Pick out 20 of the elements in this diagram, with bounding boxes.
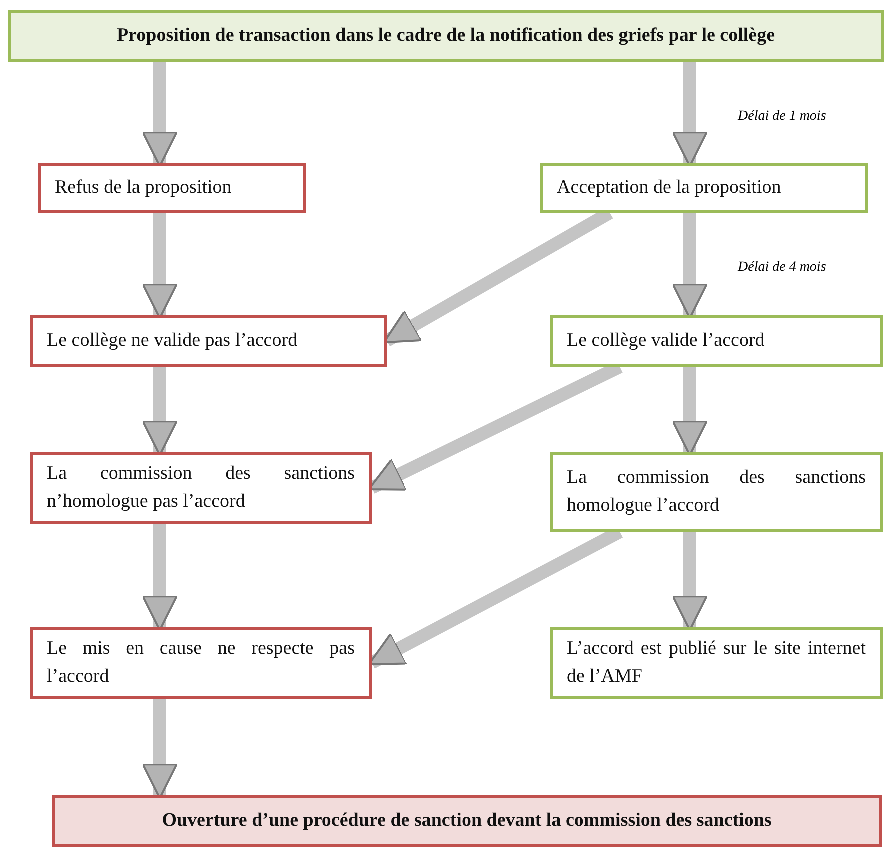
process-box (550, 315, 883, 367)
box-text: Proposition de transaction dans le cadre de la notification des griefs par le collège (116, 24, 776, 48)
box-text: Le mis en cause ne respecte pas l’accord (47, 637, 355, 689)
box-text: Le collège valide l’accord (567, 329, 766, 354)
heading-box (8, 10, 884, 62)
process-box (550, 627, 883, 699)
process-box (30, 315, 387, 367)
box-text: L’accord est publié sur le site internet de l’AMF (567, 637, 866, 689)
box-text: La commission des sanctions homologue l’accord (567, 466, 866, 518)
process-box (30, 627, 372, 699)
box-text: La commission des sanctions n’homologue pas l’accord (47, 462, 355, 514)
process-box (38, 163, 306, 213)
process-box (30, 452, 372, 524)
process-box (550, 452, 883, 532)
process-box (540, 163, 868, 213)
box-text: Ouverture d’une procédure de sanction devant la commission des sanctions (161, 809, 773, 834)
box-text: Refus de la proposition (55, 176, 233, 200)
box-text: Le collège ne valide pas l’accord (47, 329, 299, 354)
box-text: Acceptation de la proposition (557, 176, 782, 200)
heading-box (52, 795, 882, 847)
